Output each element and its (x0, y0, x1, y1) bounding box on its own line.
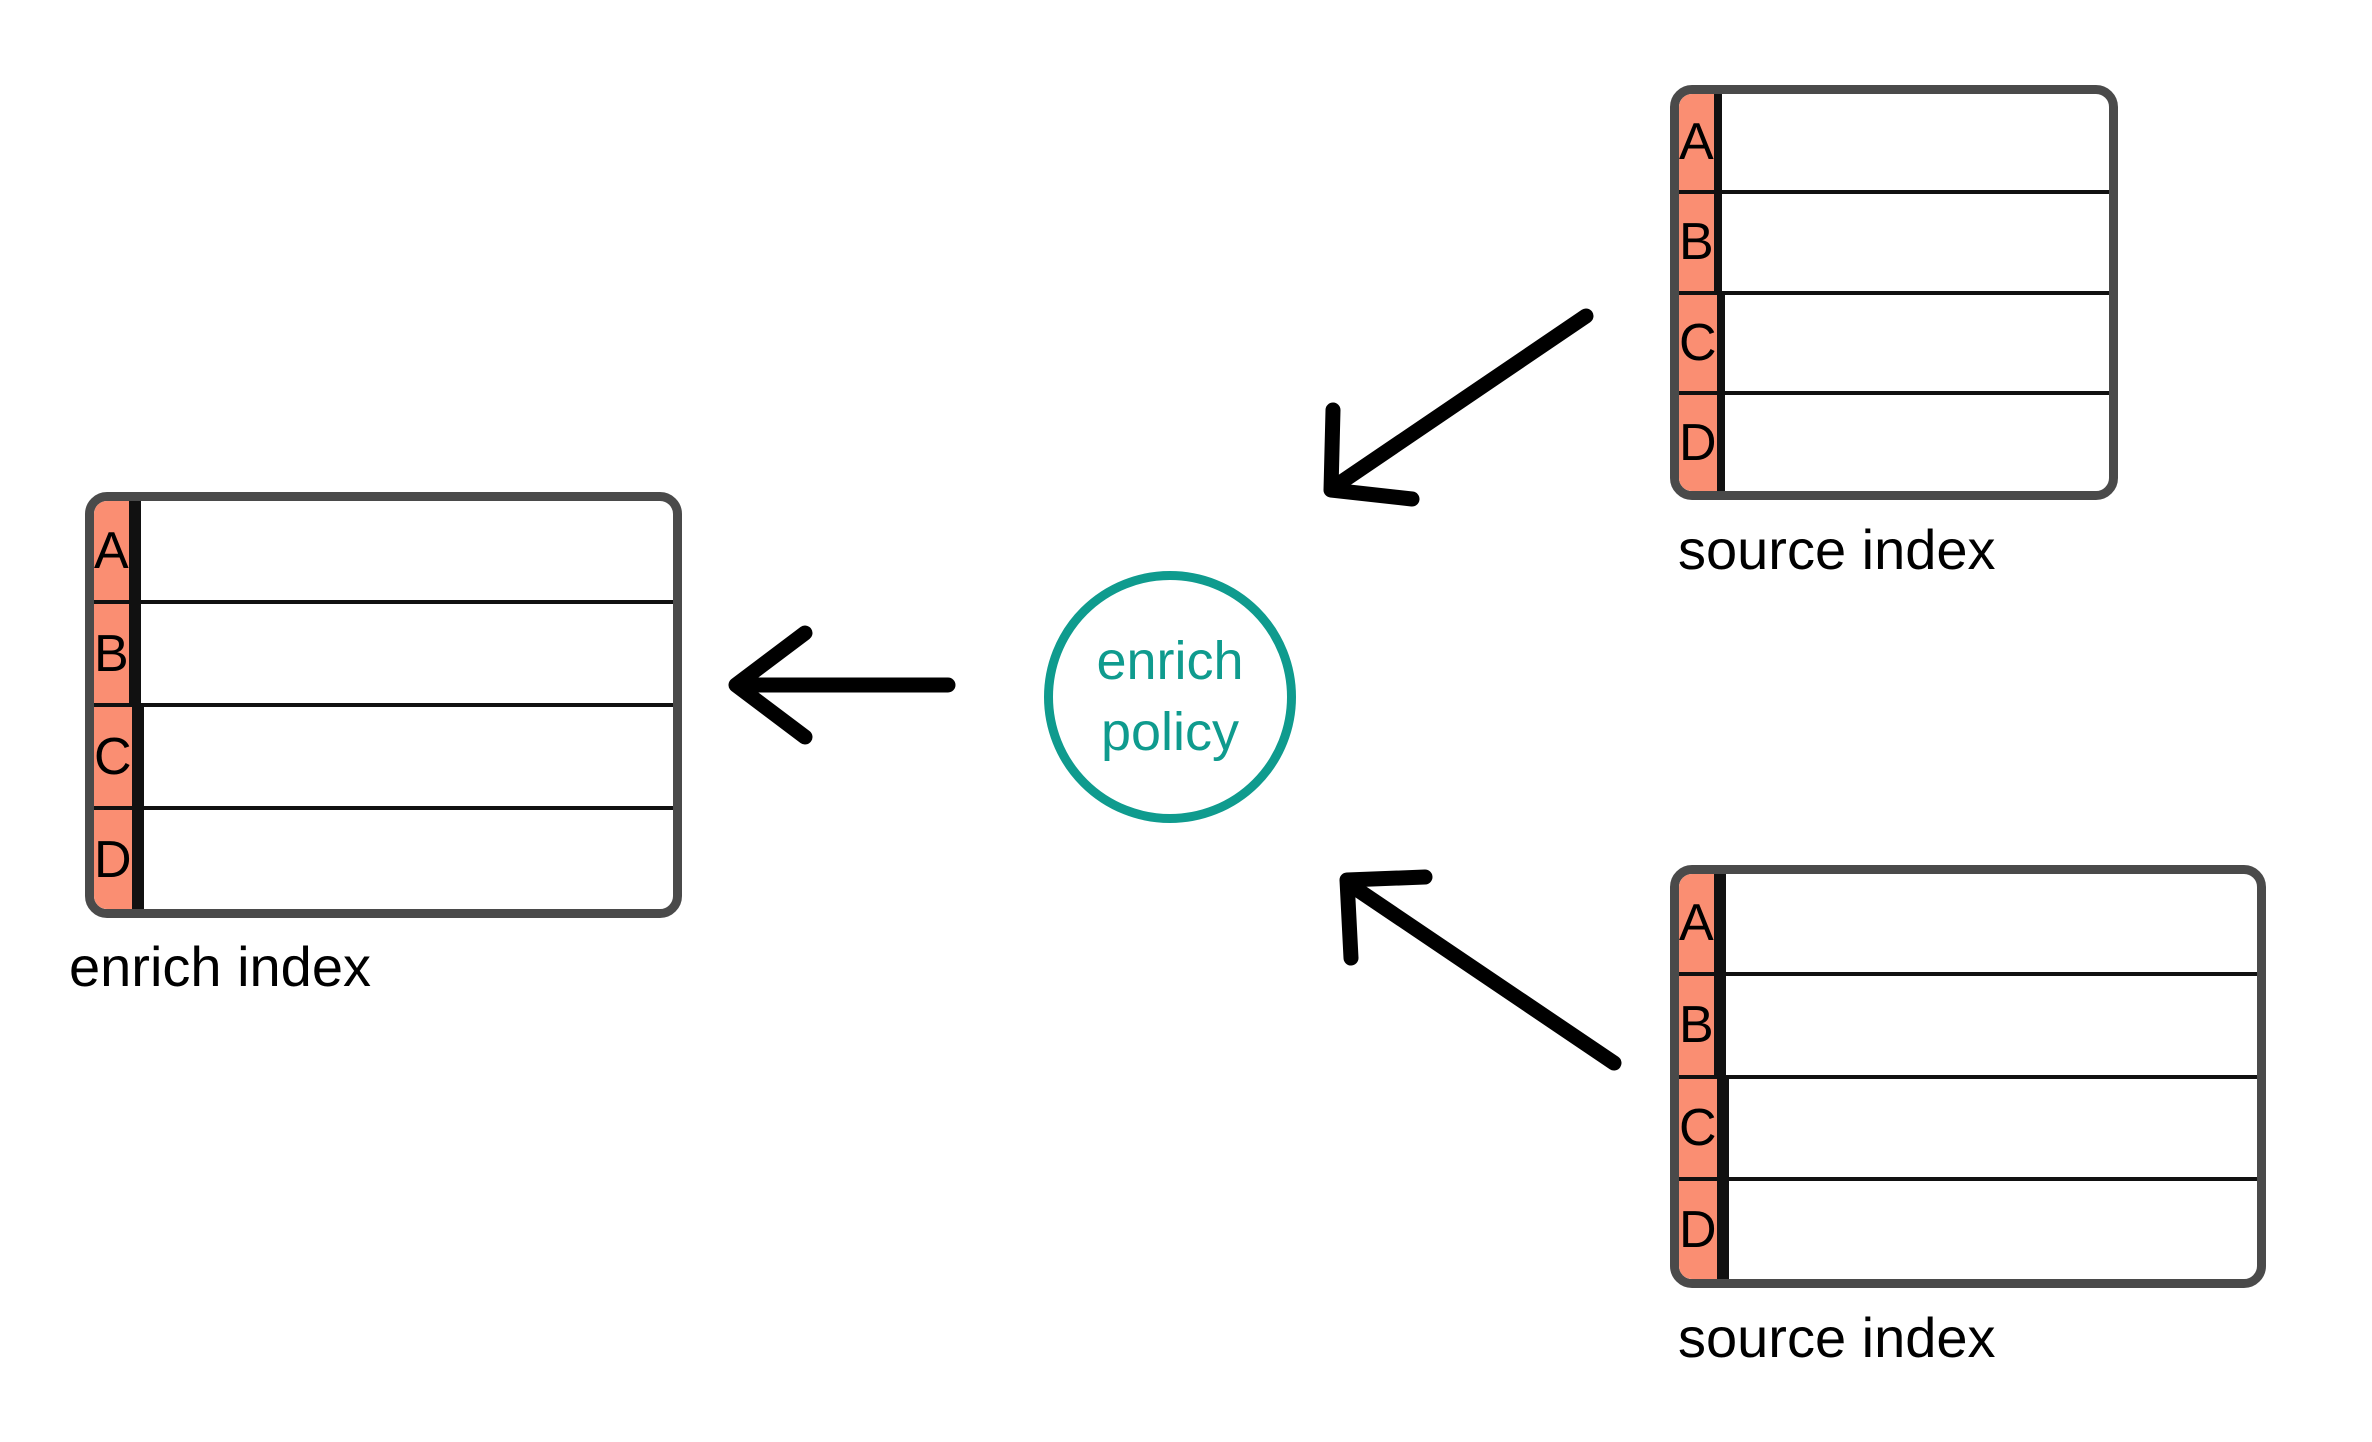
table-row: B (1679, 976, 2257, 1079)
source-index-bottom-label: source index (1678, 1306, 1996, 1369)
table-cell-yellow-field (1724, 1180, 1729, 1279)
table-cell-blue-field (139, 810, 144, 909)
table-cell-key: D (1679, 394, 1721, 491)
table-cell-blue-field (136, 501, 141, 600)
table-row: C (1679, 294, 2109, 395)
table-row: B (94, 604, 673, 707)
arrow-source-bottom-to-policy (1339, 869, 1622, 1071)
table-cell-blue-field (1720, 1078, 1725, 1177)
table-cell-pink-field (1717, 194, 1722, 291)
table-row: A (1679, 94, 2109, 195)
source-index-bottom-table: A B C D (1670, 865, 2266, 1288)
table-cell-blue-field (136, 604, 141, 703)
table-cell-key: C (1679, 1078, 1721, 1177)
table-row: A (1679, 874, 2257, 977)
table-row: D (94, 810, 673, 909)
enrich-index-label: enrich index (69, 935, 371, 998)
arrow-source-top-to-policy (1323, 308, 1594, 507)
source-index-top-label: source index (1678, 518, 1996, 581)
table-cell-key: C (1679, 294, 1721, 391)
table-cell-pink-field (135, 810, 140, 909)
table-cell-blue-field (1717, 874, 1722, 973)
table-cell-pink-field (135, 707, 140, 806)
table-cell-key: D (94, 810, 136, 909)
table-cell-blue-field (1717, 976, 1722, 1075)
table-cell-key: B (94, 604, 133, 703)
source-index-top-table-group: A B C D source index (1670, 85, 2118, 581)
source-index-top-table: A B C D (1670, 85, 2118, 500)
table-cell-pink-field (132, 604, 137, 703)
enrich-policy-node: enrich policy (1044, 571, 1296, 823)
arrow-policy-to-enrich-index (728, 625, 956, 745)
table-cell-key: C (94, 707, 136, 806)
table-row: D (1679, 394, 2109, 491)
source-index-bottom-table-group: A B C D (1670, 865, 2266, 1369)
table-cell-key: B (1679, 194, 1718, 291)
table-row: D (1679, 1180, 2257, 1279)
table-cell-key: B (1679, 976, 1718, 1075)
table-cell-pink-field (1720, 394, 1725, 491)
table-cell-blue-field (1720, 1180, 1725, 1279)
table-cell-yellow-field (1721, 874, 1726, 973)
table-cell-yellow-field (1724, 1078, 1729, 1177)
table-cell-blue-field (139, 707, 144, 806)
enrich-index-table: A B C D (85, 492, 682, 918)
table-row: A (94, 501, 673, 604)
enrich-policy-label-line1: enrich (1096, 630, 1244, 691)
table-row: B (1679, 194, 2109, 295)
table-cell-pink-field (132, 501, 137, 600)
table-cell-key: A (1679, 94, 1718, 191)
table-cell-yellow-field (1721, 976, 1726, 1075)
table-row: C (1679, 1078, 2257, 1181)
table-cell-key: A (94, 501, 133, 600)
table-cell-pink-field (1717, 94, 1722, 191)
table-cell-pink-field (1720, 294, 1725, 391)
table-cell-key: A (1679, 874, 1718, 973)
enrich-policy-label-line2: policy (1100, 702, 1240, 762)
table-row: C (94, 707, 673, 810)
table-cell-key: D (1679, 1180, 1721, 1279)
enrich-index-table-group: A B C D (69, 492, 682, 998)
